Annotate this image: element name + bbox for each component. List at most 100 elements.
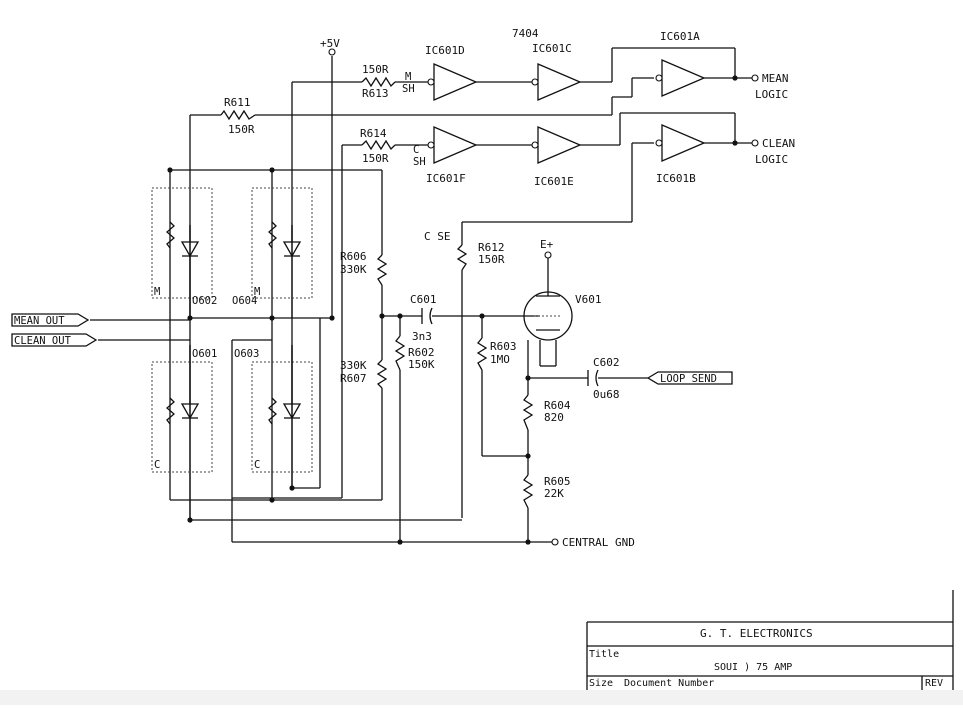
clean-logic-sub: LOGIC <box>755 153 788 166</box>
clean-logic-label: CLEAN <box>762 137 795 150</box>
r612-value: 150R <box>478 253 505 266</box>
resistor-r614 <box>361 139 396 151</box>
ic601e-label: IC601E <box>534 175 574 188</box>
loop-send-flag <box>646 371 733 385</box>
company-name: G. T. ELECTRONICS <box>700 627 813 640</box>
resistor-r605 <box>522 474 534 509</box>
r614-label: R614 <box>360 127 387 140</box>
optocoupler-o601 <box>151 345 213 473</box>
c-se-label: C SE <box>424 230 451 243</box>
resistor-r604 <box>522 394 534 431</box>
valve-v601 <box>523 290 573 367</box>
inverter-ic601b <box>655 124 706 162</box>
r604-value: 820 <box>544 411 564 424</box>
c-tag: C <box>413 144 419 156</box>
r606-label: R606 <box>340 250 367 263</box>
r613-label: R613 <box>362 87 389 100</box>
ic601f-label: IC601F <box>426 172 466 185</box>
e-plus-label: E+ <box>540 238 554 251</box>
document-number-label: Document Number <box>624 678 714 689</box>
junction-dots <box>167 75 738 545</box>
capacitor-c601 <box>421 307 433 325</box>
o603-label: O603 <box>234 348 259 360</box>
r606-value: 330K <box>340 263 367 276</box>
ic601d-label: IC601D <box>425 44 465 57</box>
r613-value: 150R <box>362 63 389 76</box>
c602-label: C602 <box>593 356 620 369</box>
r607-value: 330K <box>340 359 367 372</box>
resistor-r607 <box>376 359 388 389</box>
o601-label: O601 <box>192 348 217 360</box>
labels: +5V 7404 IC601D IC601C IC601A IC601F IC6… <box>14 27 795 549</box>
capacitors <box>421 307 599 387</box>
r611-value: 150R <box>228 123 255 136</box>
wires <box>90 47 752 543</box>
r603-value: 1MO <box>490 353 510 366</box>
resistor-r603 <box>476 337 488 371</box>
opto-m-tag-1: M <box>154 286 160 298</box>
mean-out-label: MEAN OUT <box>14 315 65 327</box>
resistor-r611 <box>220 109 256 121</box>
inverter-ic601c <box>531 63 582 101</box>
loop-send-label: LOOP SEND <box>660 373 717 385</box>
r607-label: R607 <box>340 372 367 385</box>
resistor-r602 <box>394 335 406 371</box>
ic-family-label: 7404 <box>512 27 539 40</box>
title-block: G. T. ELECTRONICS Title SOUI ) 75 AMP Si… <box>586 590 954 690</box>
o604-label: O604 <box>232 295 257 307</box>
ic601a-label: IC601A <box>660 30 700 43</box>
inverter-ic601f <box>427 126 478 164</box>
connector-flags <box>11 313 733 385</box>
sh-tag-1: SH <box>402 83 415 95</box>
v601-label: V601 <box>575 293 602 306</box>
optocoupler-o604 <box>251 187 313 299</box>
c601-label: C601 <box>410 293 437 306</box>
central-gnd-label: CENTRAL GND <box>562 536 635 549</box>
optocouplers <box>151 187 313 473</box>
title-value: SOUI ) 75 AMP <box>714 662 792 673</box>
m-tag: M <box>405 71 411 83</box>
size-label: Size <box>589 678 613 689</box>
optocoupler-o602 <box>151 187 213 318</box>
r611-label: R611 <box>224 96 251 109</box>
r612-label: R612 <box>478 241 505 254</box>
title-label: Title <box>589 649 619 660</box>
ic601c-label: IC601C <box>532 42 572 55</box>
r605-value: 22K <box>544 487 564 500</box>
clean-out-flag <box>11 333 98 347</box>
inverter-ic601a <box>655 59 706 97</box>
scan-bottom-strip <box>0 690 963 705</box>
r605-label: R605 <box>544 475 571 488</box>
rev-label: REV <box>925 678 943 689</box>
inverter-ic601d <box>427 63 478 101</box>
opto-c-tag-2: C <box>254 459 260 471</box>
c602-value: 0u68 <box>593 388 620 401</box>
resistor-r606 <box>376 254 388 286</box>
opto-m-tag-2: M <box>254 286 260 298</box>
r603-label: R603 <box>490 340 517 353</box>
optocoupler-o603 <box>251 345 313 473</box>
inverter-ic601e <box>531 126 582 164</box>
capacitor-c602 <box>587 369 599 387</box>
inverters <box>427 59 706 164</box>
mean-out-flag <box>11 313 90 327</box>
resistors <box>220 76 534 509</box>
ic601b-label: IC601B <box>656 172 696 185</box>
supply-label: +5V <box>320 37 340 50</box>
o602-label: O602 <box>192 295 217 307</box>
r614-value: 150R <box>362 152 389 165</box>
r602-label: R602 <box>408 346 435 359</box>
mean-logic-sub: LOGIC <box>755 88 788 101</box>
resistor-r612 <box>456 244 468 271</box>
mean-logic-label: MEAN <box>762 72 789 85</box>
resistor-r613 <box>361 76 396 88</box>
sh-tag-2: SH <box>413 156 426 168</box>
terminals <box>328 48 759 546</box>
r602-value: 150K <box>408 358 435 371</box>
r604-label: R604 <box>544 399 571 412</box>
opto-c-tag-1: C <box>154 459 160 471</box>
clean-out-label: CLEAN OUT <box>14 335 72 347</box>
c601-value: 3n3 <box>412 330 432 343</box>
